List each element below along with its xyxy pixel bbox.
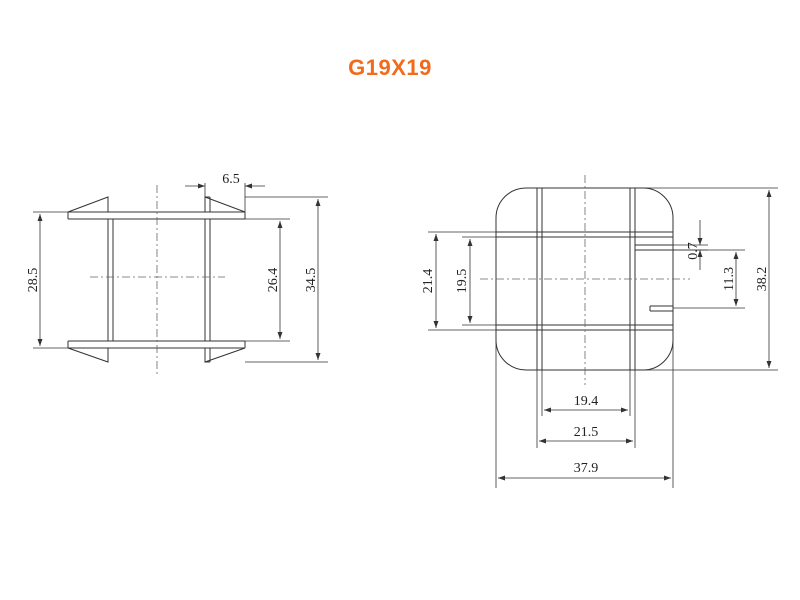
dim-inner-width-label: 19.4 [574, 394, 599, 409]
dim-inner-height-right: 19.5 [455, 236, 496, 326]
dim-top-width-label: 6.5 [222, 172, 240, 187]
dim-small-gap-label: 0.7 [686, 242, 701, 260]
dim-overall-height-left-label: 34.5 [304, 268, 319, 293]
drawing-title: G19X19 [348, 55, 432, 80]
dim-mid-width: 21.5 [536, 370, 636, 448]
dim-overall-height-right: 38.2 [635, 187, 778, 371]
dim-pin-pitch-label: 11.3 [722, 267, 737, 291]
dim-overall-height-left: 34.5 [245, 196, 328, 363]
dim-mid-width-label: 21.5 [574, 425, 599, 440]
dim-inner-height-right-label: 19.5 [455, 269, 470, 294]
dim-overall-height-right-label: 38.2 [755, 267, 770, 292]
dim-outer-height-right-label: 21.4 [421, 269, 436, 294]
dim-bobbin-height: 26.4 [245, 218, 290, 342]
dim-overall-width-label: 37.9 [574, 461, 599, 476]
dim-bobbin-height-label: 26.4 [266, 268, 281, 293]
dim-top-width: 6.5 [185, 172, 265, 212]
dim-overall-width: 37.9 [495, 310, 674, 488]
left-body [107, 219, 211, 341]
dim-inner-height-left-label: 28.5 [26, 268, 41, 293]
right-pin-slots [635, 244, 673, 312]
dim-inner-width: 19.4 [541, 370, 631, 416]
dim-outer-height-right: 21.4 [421, 231, 496, 331]
right-view: 21.4 19.5 0.7 11.3 38 [421, 175, 778, 488]
dim-small-gap: 0.7 [673, 220, 708, 270]
left-view: 6.5 28.5 26.4 34.5 [26, 172, 328, 375]
dim-inner-height-left: 28.5 [26, 211, 68, 349]
left-top-flange [67, 196, 246, 220]
dim-pin-pitch: 11.3 [673, 249, 745, 309]
left-bottom-flange [67, 340, 246, 363]
